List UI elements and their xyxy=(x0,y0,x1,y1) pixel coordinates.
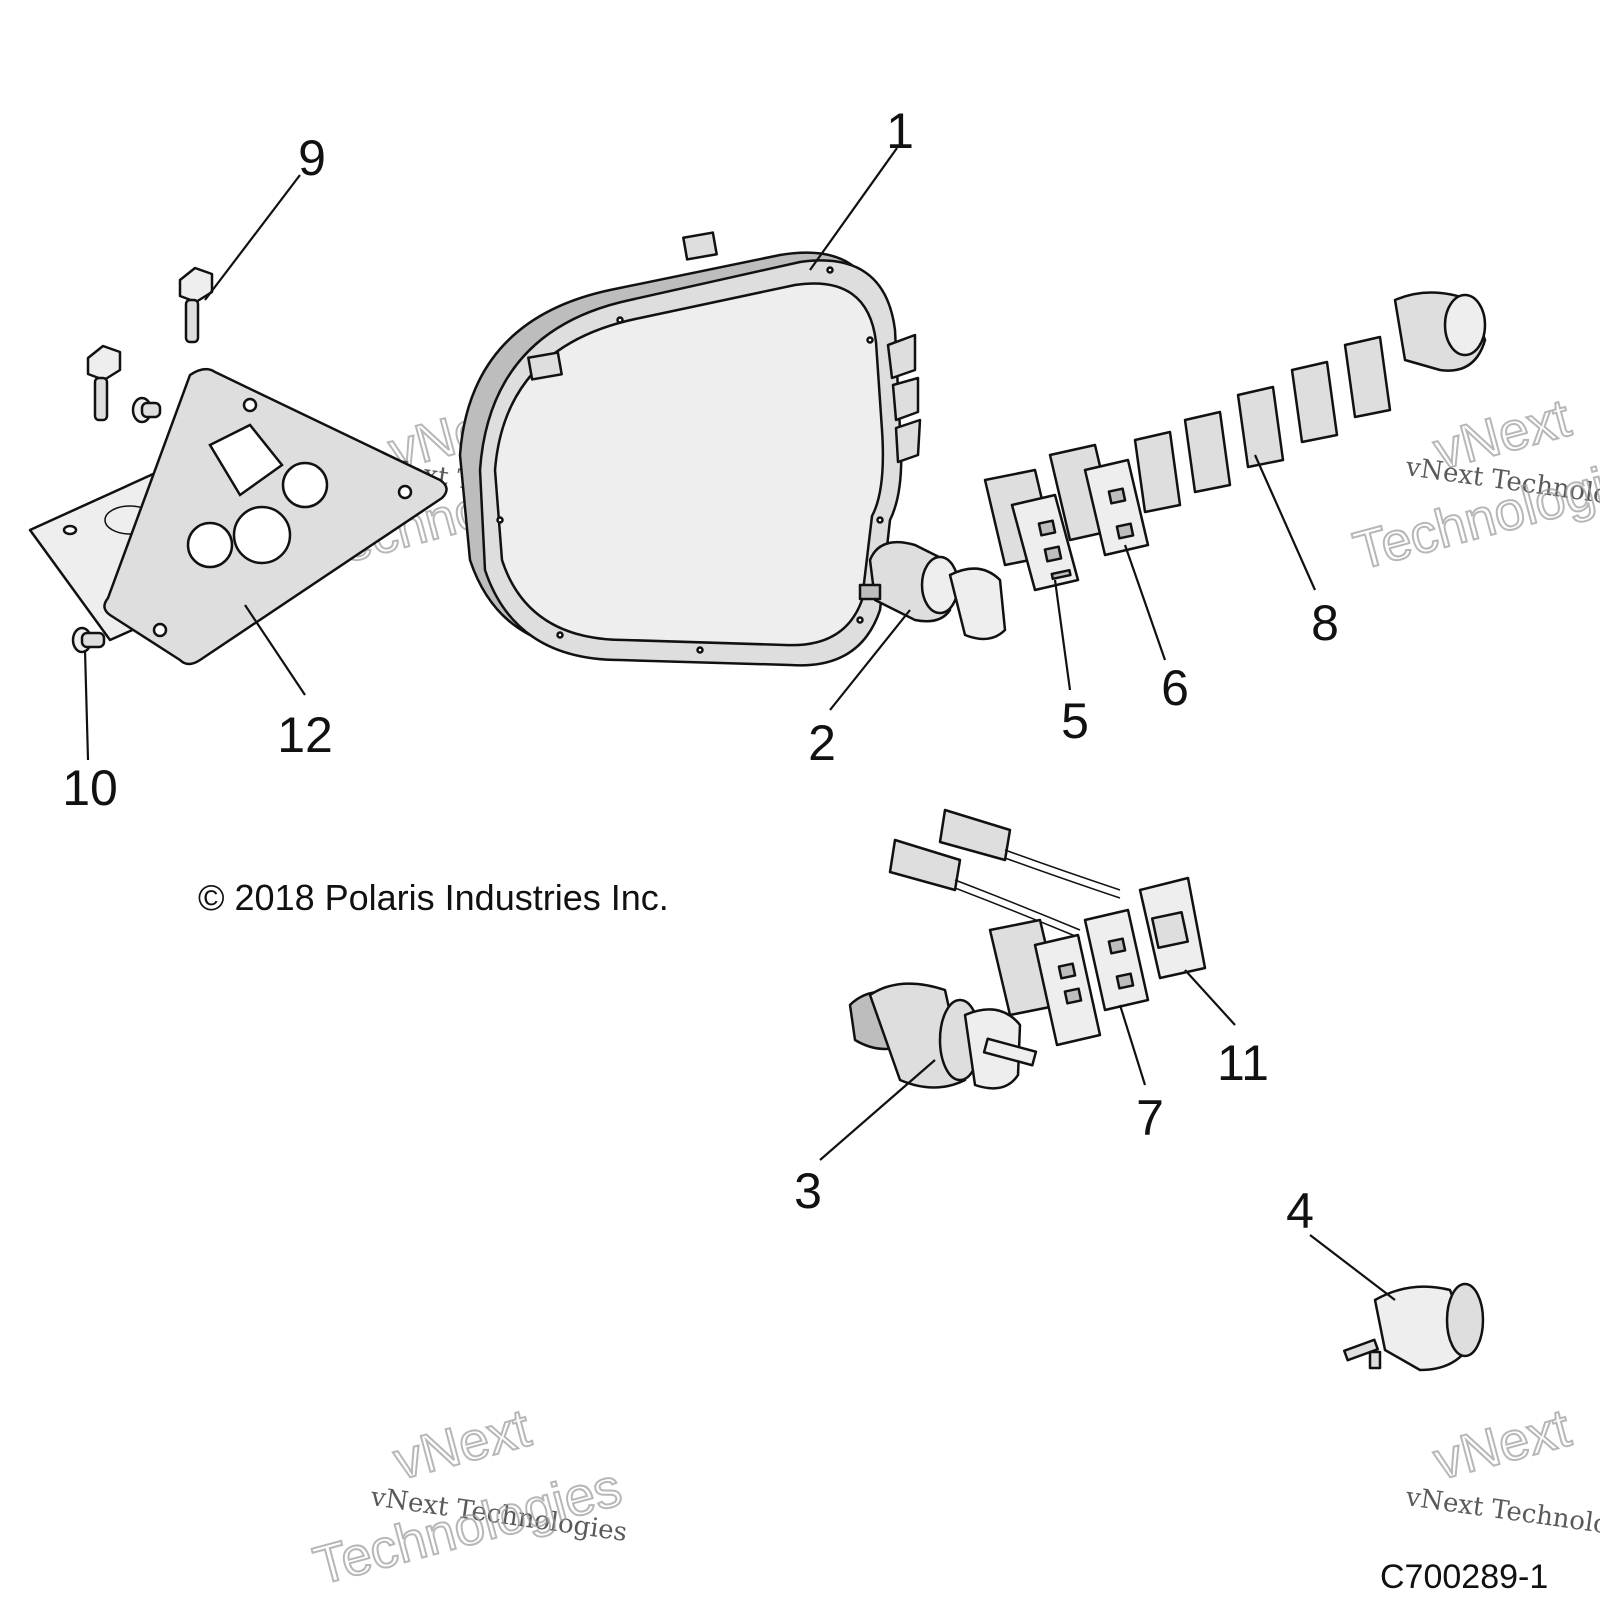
callout-7: 7 xyxy=(1136,1090,1164,1146)
watermark-bottom-left: vNext vNext Technologies Technologies xyxy=(307,1397,629,1598)
callouts: 1 2 3 4 5 6 7 8 9 10 11 12 xyxy=(62,103,1339,1239)
part-7-11-switches-with-harness xyxy=(888,808,1207,1047)
callout-1: 1 xyxy=(886,103,914,159)
leader-3 xyxy=(819,1059,936,1161)
part-3-ignition-switch xyxy=(848,982,1038,1090)
part-8-switch-blanks xyxy=(1133,291,1487,514)
callout-11: 11 xyxy=(1217,1035,1269,1091)
leader-5 xyxy=(1053,579,1072,691)
leader-10 xyxy=(83,649,90,761)
leader-4 xyxy=(1309,1234,1396,1301)
leader-6 xyxy=(1123,544,1167,661)
leader-8 xyxy=(1253,454,1317,591)
part-2-ignition-switch xyxy=(858,540,1007,641)
callout-8: 8 xyxy=(1311,595,1339,651)
leader-1 xyxy=(809,147,898,271)
leader-11 xyxy=(1184,969,1236,1026)
part-4-power-socket xyxy=(1343,1282,1485,1372)
callout-9: 9 xyxy=(298,130,326,186)
copyright-notice: © 2018 Polaris Industries Inc. xyxy=(198,877,669,918)
callout-10: 10 xyxy=(62,760,118,816)
part-10-rivets xyxy=(71,396,162,654)
part-6-rocker-switch xyxy=(1048,443,1150,557)
leader-lines xyxy=(83,147,1396,1301)
watermark-small: vNext Technologies xyxy=(1403,1482,1600,1548)
callout-4: 4 xyxy=(1286,1183,1314,1239)
watermark-large-1: vNext xyxy=(388,1398,537,1492)
watermark-top-right: vNext vNext Technologies Technologies xyxy=(1347,387,1600,583)
callout-12: 12 xyxy=(277,707,333,763)
watermark-large-2: Technologies xyxy=(308,1457,628,1597)
callout-5: 5 xyxy=(1061,693,1089,749)
watermark-bottom-right: vNext vNext Technologies xyxy=(1403,1397,1600,1548)
watermark-large-1: vNext xyxy=(1428,1398,1577,1492)
leader-9 xyxy=(204,174,301,301)
part-1-instrument-cluster xyxy=(458,231,922,667)
leader-12 xyxy=(244,604,306,696)
leader-2 xyxy=(829,609,911,711)
leader-7 xyxy=(1118,1004,1147,1086)
callout-3: 3 xyxy=(794,1163,822,1219)
part-5-rocker-switch xyxy=(983,468,1080,592)
callout-6: 6 xyxy=(1161,660,1189,716)
figure-id: C700289-1 xyxy=(1380,1558,1548,1596)
callout-2: 2 xyxy=(808,715,836,771)
part-12-bracket xyxy=(28,367,448,666)
